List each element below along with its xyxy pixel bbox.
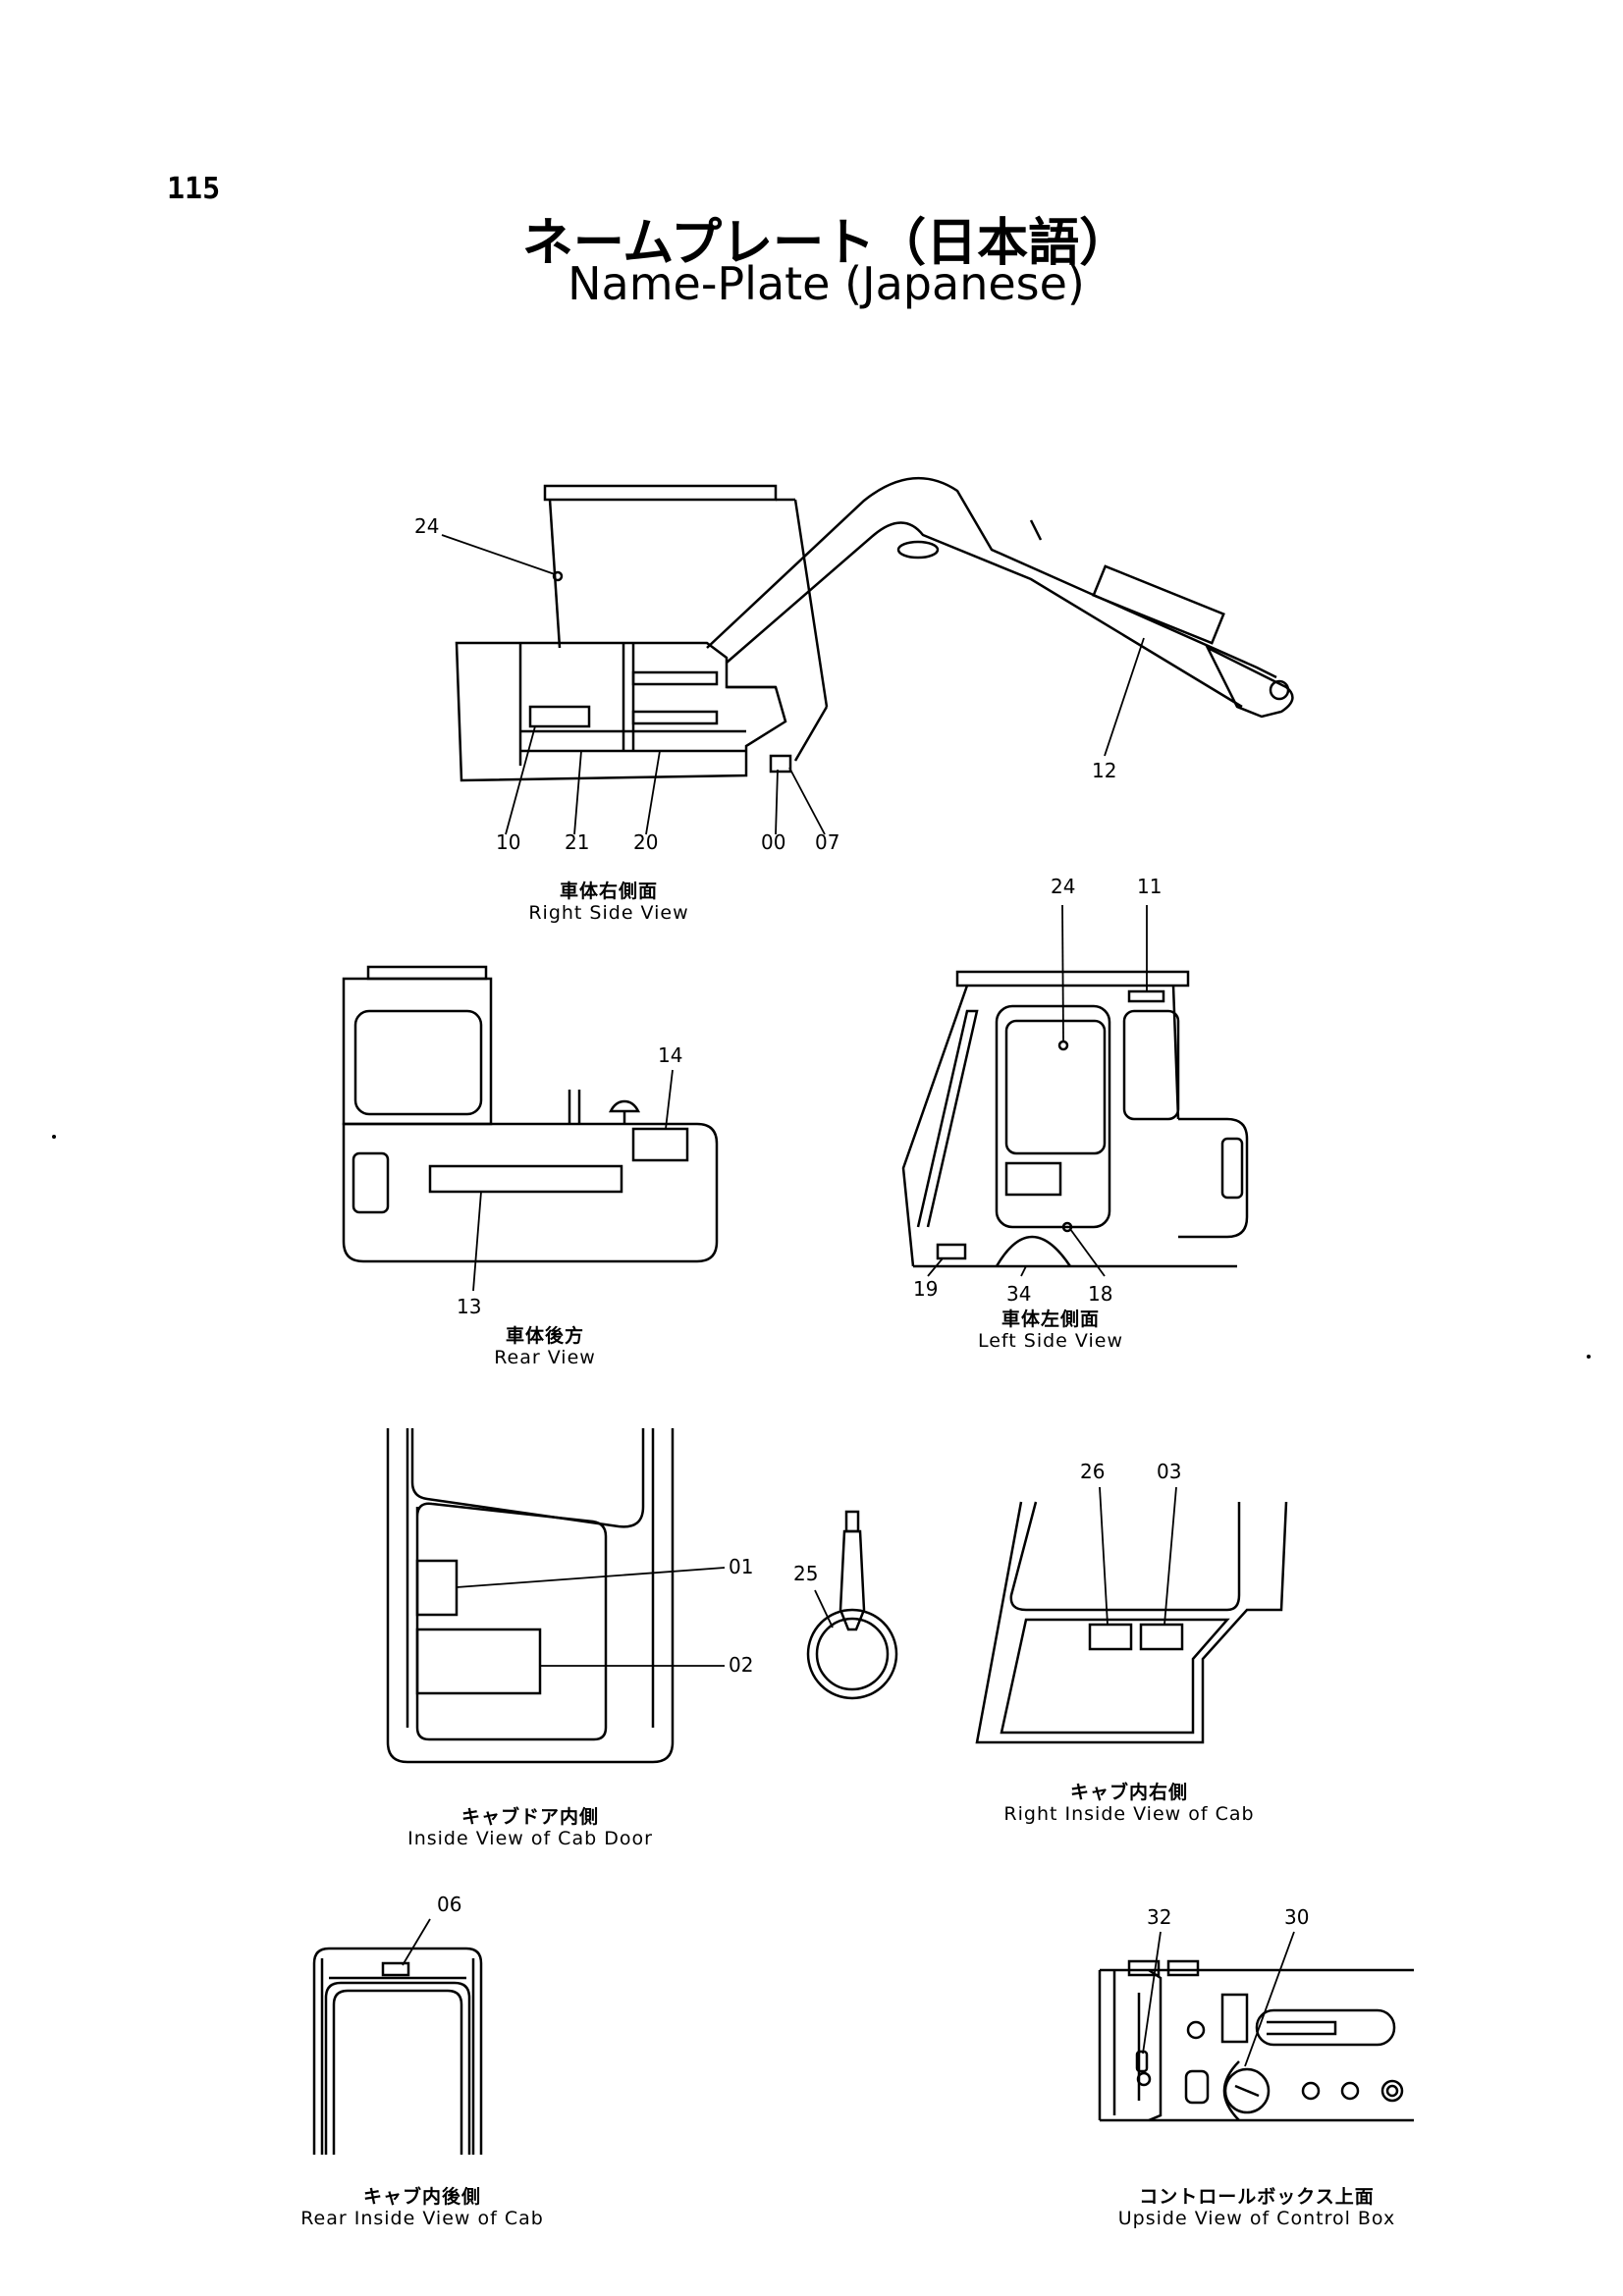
caption-en: Inside View of Cab Door [407, 1828, 653, 1849]
caption-ja: キャブドア内側 [460, 1806, 599, 1828]
callout-rs-07: 07 [815, 830, 839, 854]
callout-rs-12: 12 [1092, 759, 1116, 782]
caption-ja: キャブ内右側 [1069, 1782, 1188, 1803]
caption-en: Rear Inside View of Cab [300, 2208, 544, 2229]
caption-ja: 車体左側面 [1001, 1308, 1100, 1330]
callout-ls-11: 11 [1137, 875, 1162, 898]
callout-ls-34: 34 [1006, 1282, 1031, 1306]
callout-rs-10: 10 [496, 830, 520, 854]
caption-ja: コントロールボックス上面 [1139, 2186, 1375, 2208]
callout-rc-06: 06 [437, 1893, 461, 1916]
scan-dot [52, 1135, 56, 1139]
callout-rs-24: 24 [414, 514, 439, 538]
callout-rs-21: 21 [565, 830, 589, 854]
caption-left-side-view: 車体左側面 Left Side View [913, 1308, 1188, 1352]
caption-cab-rear-view: キャブ内後側 Rear Inside View of Cab [265, 2186, 579, 2229]
caption-control-box-view: コントロールボックス上面 Upside View of Control Box [1090, 2186, 1424, 2229]
scan-dot [1587, 1355, 1591, 1359]
callout-cd-02: 02 [729, 1653, 753, 1677]
callout-rs-20: 20 [633, 830, 658, 854]
callout-cd-01: 01 [729, 1555, 753, 1578]
caption-ja: 車体右側面 [559, 881, 658, 902]
callout-ls-19: 19 [913, 1277, 938, 1301]
callout-cb-32: 32 [1147, 1905, 1171, 1929]
caption-en: Upside View of Control Box [1117, 2208, 1396, 2229]
caption-en: Right Inside View of Cab [1003, 1803, 1255, 1825]
page-number: 115 [167, 172, 221, 206]
callout-rv-13: 13 [457, 1295, 481, 1318]
cab-door-view-drawing [386, 1428, 898, 1764]
control-box-view-drawing [1098, 1931, 1414, 2122]
caption-rear-view: 車体後方 Rear View [422, 1325, 668, 1368]
callout-cb-30: 30 [1284, 1905, 1309, 1929]
caption-ja: キャブ内後側 [362, 2186, 481, 2208]
cab-right-view-drawing [975, 1486, 1288, 1744]
rear-view-drawing [342, 965, 719, 1292]
caption-en: Right Side View [528, 902, 689, 924]
page-title-english: Name-Plate (Japanese) [568, 257, 1085, 310]
caption-en: Left Side View [977, 1330, 1123, 1352]
cab-rear-view-drawing [312, 1918, 483, 2155]
callout-rv-14: 14 [658, 1043, 682, 1067]
callout-cd-25: 25 [793, 1562, 818, 1585]
callout-cr-26: 26 [1080, 1460, 1105, 1483]
caption-ja: 車体後方 [505, 1325, 584, 1347]
left-side-view-drawing [901, 904, 1249, 1277]
caption-cab-right-view: キャブ内右側 Right Inside View of Cab [962, 1782, 1296, 1825]
caption-right-side-view: 車体右側面 Right Side View [461, 881, 756, 924]
caption-cab-door-view: キャブドア内側 Inside View of Cab Door [363, 1806, 697, 1849]
right-side-view-drawing [441, 476, 1294, 835]
callout-rs-00: 00 [761, 830, 785, 854]
callout-ls-18: 18 [1088, 1282, 1112, 1306]
callout-ls-24: 24 [1051, 875, 1075, 898]
caption-en: Rear View [494, 1347, 596, 1368]
page-title-japanese: ネームプレート（日本語） [521, 214, 1131, 273]
callout-cr-03: 03 [1157, 1460, 1181, 1483]
